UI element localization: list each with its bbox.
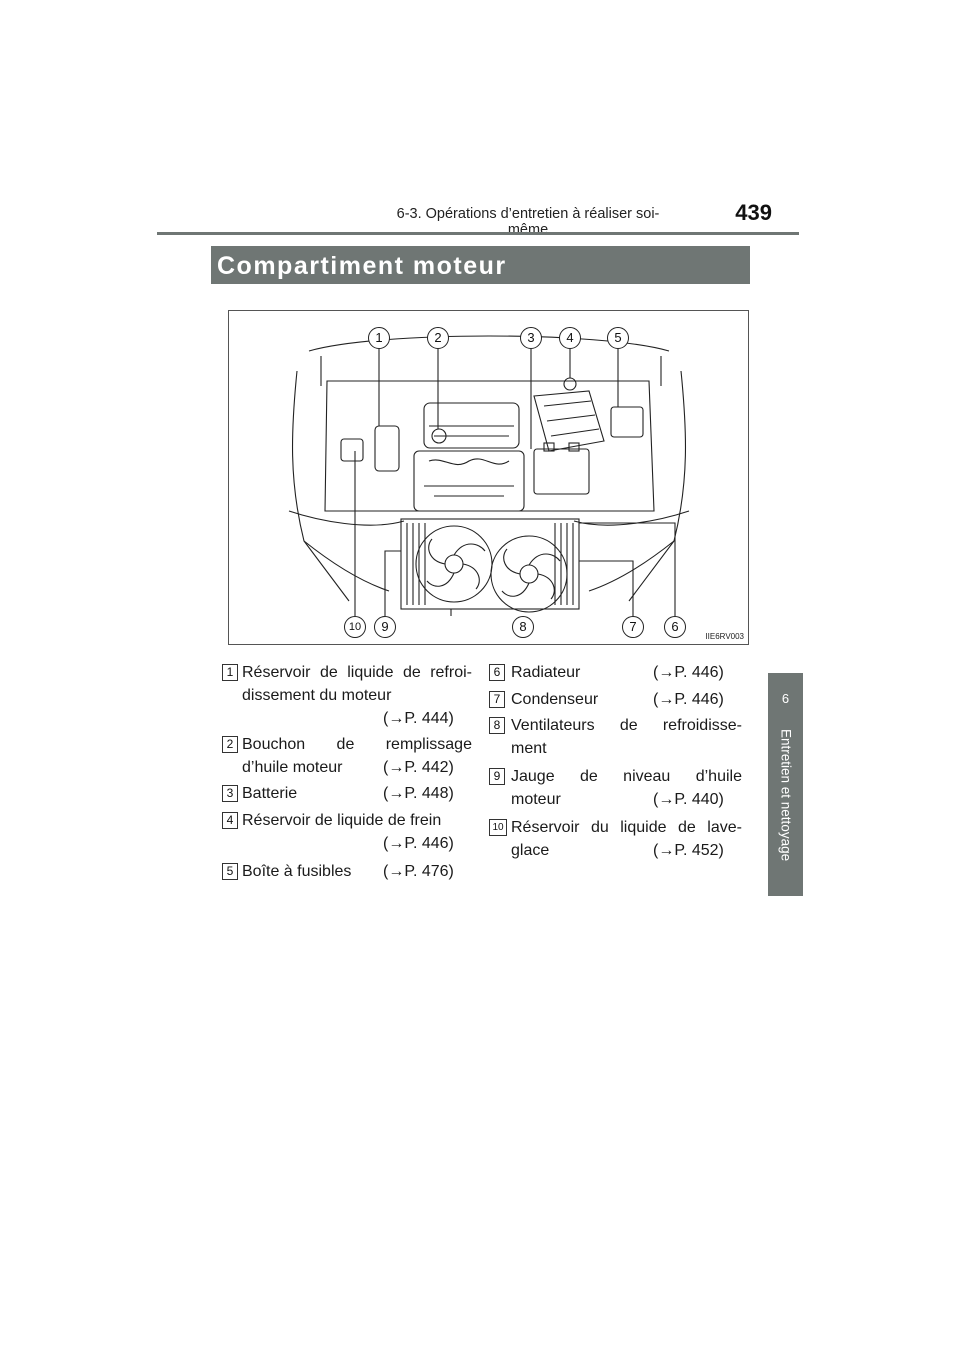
legend-word: niveau xyxy=(623,768,671,785)
title-bar: Compartiment moteur xyxy=(211,246,750,284)
figure-code: IIE6RV003 xyxy=(705,632,744,641)
chapter-tab[interactable]: 6 Entretien et nettoyage xyxy=(768,673,803,896)
header-divider xyxy=(157,232,799,235)
legend-number: 10 xyxy=(489,819,507,836)
legend-word: liquide xyxy=(620,819,667,836)
legend-line: Batterie xyxy=(242,785,298,802)
legend-item-3: 3 Batterie (→P. 448) xyxy=(222,782,472,807)
legend-item-9: 9 Jauge de niveau d’huile moteur (→P. 44… xyxy=(489,765,742,813)
legend-word: Bouchon xyxy=(242,736,306,753)
legend-word: remplissage xyxy=(385,736,472,753)
callout-3: 3 xyxy=(520,327,542,349)
legend-word: de xyxy=(319,664,338,681)
legend-word: lave- xyxy=(707,819,742,836)
legend-word: de xyxy=(336,736,355,753)
legend-line: Jauge de niveau d’huile xyxy=(511,765,742,788)
legend-word: de xyxy=(619,717,638,734)
page-reference[interactable]: (→P. 446) xyxy=(653,664,724,681)
legend-word: Ventilateurs xyxy=(511,717,595,734)
page-title: Compartiment moteur xyxy=(217,252,507,280)
legend-word: Réservoir xyxy=(242,664,311,681)
engine-compartment-figure: 1 2 3 4 5 6 7 8 9 10 IIE6RV003 xyxy=(228,310,749,645)
legend-line: Bouchon de remplissage xyxy=(242,733,472,756)
legend-line: ment xyxy=(511,740,547,757)
legend-line: Radiateur xyxy=(511,664,581,681)
legend-line: Réservoir du liquide de lave- xyxy=(511,816,742,839)
callout-9: 9 xyxy=(374,616,396,638)
legend-item-10: 10 Réservoir du liquide de lave- glace (… xyxy=(489,816,742,864)
engine-illustration xyxy=(288,335,690,616)
legend-word: d’huile xyxy=(695,768,742,785)
legend-word: de xyxy=(677,819,696,836)
legend-word: du xyxy=(590,819,609,836)
page-reference[interactable]: (→P. 440) xyxy=(653,791,724,808)
legend-number: 6 xyxy=(489,664,505,681)
legend-line: moteur xyxy=(511,791,561,808)
legend-word: refroidisse- xyxy=(662,717,742,734)
callout-1: 1 xyxy=(368,327,390,349)
legend-number: 3 xyxy=(222,785,238,802)
legend-number: 5 xyxy=(222,863,238,880)
callout-2: 2 xyxy=(427,327,449,349)
legend-word: de xyxy=(402,664,421,681)
legend-word: Jauge xyxy=(511,768,555,785)
page-reference[interactable]: (→P. 446) xyxy=(383,835,454,852)
callout-4: 4 xyxy=(559,327,581,349)
legend-item-6: 6 Radiateur (→P. 446) xyxy=(489,661,742,686)
legend-line: Boîte à fusibles xyxy=(242,863,352,880)
callout-7: 7 xyxy=(622,616,644,638)
callout-8: 8 xyxy=(512,616,534,638)
legend-line: dissement du moteur xyxy=(242,687,392,704)
callout-5: 5 xyxy=(607,327,629,349)
legend-item-7: 7 Condenseur (→P. 446) xyxy=(489,688,742,713)
legend-number: 2 xyxy=(222,736,238,753)
legend-item-5: 5 Boîte à fusibles (→P. 476) xyxy=(222,860,472,885)
legend-line: Condenseur xyxy=(511,691,599,708)
page-reference[interactable]: (→P. 446) xyxy=(653,691,724,708)
callout-10: 10 xyxy=(344,616,366,638)
page-reference[interactable]: (→P. 444) xyxy=(383,710,454,727)
page-reference[interactable]: (→P. 452) xyxy=(653,842,724,859)
page-reference[interactable]: (→P. 476) xyxy=(383,863,454,880)
chapter-label: Entretien et nettoyage xyxy=(778,729,794,862)
legend-line: Réservoir de liquide de refroi- xyxy=(242,661,472,684)
legend-line: Réservoir de liquide de frein xyxy=(242,812,442,829)
legend-item-8: 8 Ventilateurs de refroidisse- ment xyxy=(489,714,742,762)
callout-6: 6 xyxy=(664,616,686,638)
legend-word: Réservoir xyxy=(511,819,580,836)
legend-word: liquide xyxy=(347,664,394,681)
legend-item-1: 1 Réservoir de liquide de refroi- dissem… xyxy=(222,661,472,731)
legend-word: de xyxy=(579,768,598,785)
page-number: 439 xyxy=(735,200,772,225)
legend-number: 4 xyxy=(222,812,238,829)
legend-item-2: 2 Bouchon de remplissage d’huile moteur … xyxy=(222,733,472,781)
page-reference[interactable]: (→P. 448) xyxy=(383,785,454,802)
legend-line: Ventilateurs de refroidisse- xyxy=(511,714,742,737)
legend-item-4: 4 Réservoir de liquide de frein (→P. 446… xyxy=(222,809,472,857)
legend-number: 7 xyxy=(489,691,505,708)
legend-word: refroi- xyxy=(430,664,472,681)
legend-number: 8 xyxy=(489,717,505,734)
page-reference[interactable]: (→P. 442) xyxy=(383,759,454,776)
legend-number: 9 xyxy=(489,768,505,785)
chapter-number: 6 xyxy=(781,691,790,706)
legend-number: 1 xyxy=(222,664,238,681)
legend-line: d’huile moteur xyxy=(242,759,343,776)
legend-line: glace xyxy=(511,842,550,859)
